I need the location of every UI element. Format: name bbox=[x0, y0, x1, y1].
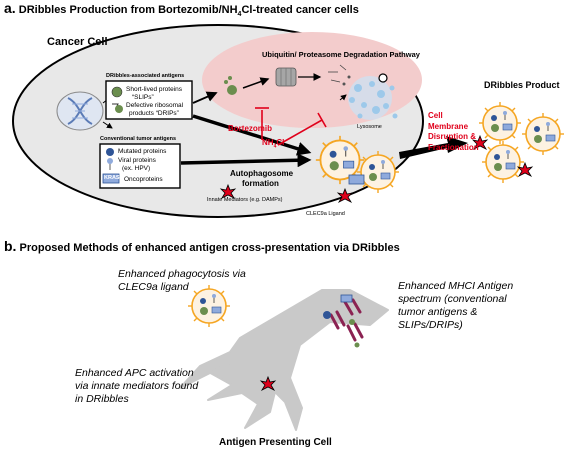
proteasome-icon bbox=[275, 67, 297, 87]
mutated-proteins-label: Mutated proteins bbox=[118, 148, 167, 155]
dribbles-product-label: DRibbles Product bbox=[484, 80, 560, 90]
panel-b-title: b. Proposed Methods of enhanced antigen … bbox=[4, 238, 400, 254]
autophagosome-label-1: Autophagosome bbox=[230, 169, 294, 178]
proteasome-pathway-region bbox=[202, 32, 422, 128]
conventional-antigens-header: Conventional tumor antigens bbox=[100, 136, 177, 142]
budding-dribble-right bbox=[356, 150, 400, 194]
viral-proteins-label: Viral proteins bbox=[118, 157, 156, 164]
dribbles-antigens-header: DRibbles-associated antigens bbox=[106, 73, 185, 79]
arrow-to-product bbox=[399, 136, 468, 159]
mhc-spectrum-label: Enhanced MHCI Antigen spectrum (conventi… bbox=[398, 280, 514, 332]
lysosome-icon bbox=[348, 73, 398, 120]
drip-label-1: Defective ribosomal bbox=[126, 102, 184, 109]
panel-a-title: a. DRibbles Production from Bortezomib/N… bbox=[4, 0, 359, 19]
apc-cell-body bbox=[179, 289, 389, 431]
dna-icon bbox=[56, 91, 104, 131]
slip-label-2: “SLIPs” bbox=[132, 94, 154, 101]
bortezomib-inhibition bbox=[255, 107, 269, 140]
pathway-label: Ubiquitin/ Proteasome Degradation Pathwa… bbox=[262, 50, 420, 59]
kras-box-label: KRAS bbox=[104, 175, 120, 181]
nh4cl-inhibition bbox=[277, 112, 327, 146]
innate-mediators-label: Innate Mediators (e.g. DAMPs) bbox=[207, 197, 283, 203]
clec9a-label: CLEC9a Ligand bbox=[306, 211, 345, 217]
drip-label-2: products “DRIPs” bbox=[129, 110, 179, 117]
oncoproteins-label: Oncoproteins bbox=[124, 176, 163, 183]
nh4cl-label: NH4Cl bbox=[262, 138, 285, 150]
peptide-fragments-icon bbox=[328, 64, 351, 86]
kras-block-icon bbox=[348, 174, 365, 185]
slip-label-1: Short-lived proteins bbox=[126, 86, 182, 93]
cancer-cell-label: Cancer Cell bbox=[47, 36, 108, 48]
mhc-receptor-icons bbox=[323, 294, 364, 348]
lysosome-label: Lysosome bbox=[357, 124, 382, 130]
cell-membrane-label: Cell Membrane Disruption & Fractionation bbox=[428, 111, 479, 152]
phagocytosis-label: Enhanced phagocytosis via CLEC9a ligand bbox=[118, 268, 246, 294]
bortezomib-label: Bortezomib bbox=[228, 124, 272, 133]
apc-label: Antigen Presenting Cell bbox=[219, 437, 332, 448]
apc-activation-label: Enhanced APC activation via innate media… bbox=[75, 367, 199, 406]
ubiquitinated-protein-icon bbox=[224, 76, 237, 95]
hpv-label: (ex. HPV) bbox=[122, 165, 151, 172]
autophagosome-label-2: formation bbox=[242, 179, 279, 188]
